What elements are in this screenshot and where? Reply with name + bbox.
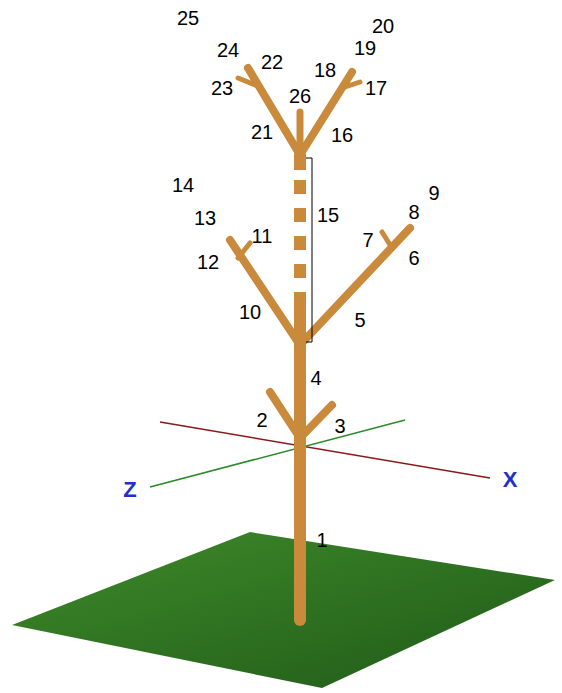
branch: [248, 68, 300, 155]
trunk: [294, 155, 306, 620]
callout-number: 5: [354, 310, 365, 330]
callout-number: 25: [177, 8, 199, 28]
callout-number: 12: [197, 252, 219, 272]
dashed-gaps: [293, 170, 307, 292]
z-axis: [150, 420, 405, 487]
bracket: [306, 158, 312, 342]
callout-number: 9: [428, 183, 439, 203]
callout-number: 18: [314, 60, 336, 80]
callout-number: 4: [310, 368, 321, 388]
callout-number: 13: [194, 208, 216, 228]
twig: [238, 78, 258, 86]
axis-label: Z: [123, 479, 136, 501]
callout-number: 1: [316, 530, 327, 550]
callout-number: 21: [251, 122, 273, 142]
callout-number: 11: [252, 226, 273, 246]
grass-ground: [12, 532, 555, 688]
callout-number: 24: [217, 40, 239, 60]
callout-number: 23: [211, 78, 233, 98]
callout-number: 10: [239, 302, 261, 322]
callout-number: 8: [408, 202, 419, 222]
branch: [270, 392, 300, 438]
callout-number: 20: [372, 16, 394, 36]
callout-number: 16: [331, 125, 353, 145]
twig: [342, 82, 360, 88]
callout-number: 14: [172, 175, 194, 195]
callout-number: 7: [362, 230, 373, 250]
callout-number: 2: [256, 410, 267, 430]
tree: [230, 68, 410, 620]
branch: [230, 240, 300, 345]
x-axis: [160, 422, 490, 478]
callout-number: 26: [289, 86, 311, 106]
callout-number: 15: [317, 205, 339, 225]
callout-number: 19: [354, 38, 376, 58]
callout-number: 3: [334, 416, 345, 436]
callout-number: 22: [261, 52, 283, 72]
callout-number: 17: [365, 78, 387, 98]
branch: [300, 228, 410, 345]
branch: [300, 405, 332, 438]
callout-number: 6: [408, 248, 419, 268]
twig: [238, 243, 250, 258]
twig: [382, 232, 392, 248]
axis-label: X: [503, 469, 518, 491]
